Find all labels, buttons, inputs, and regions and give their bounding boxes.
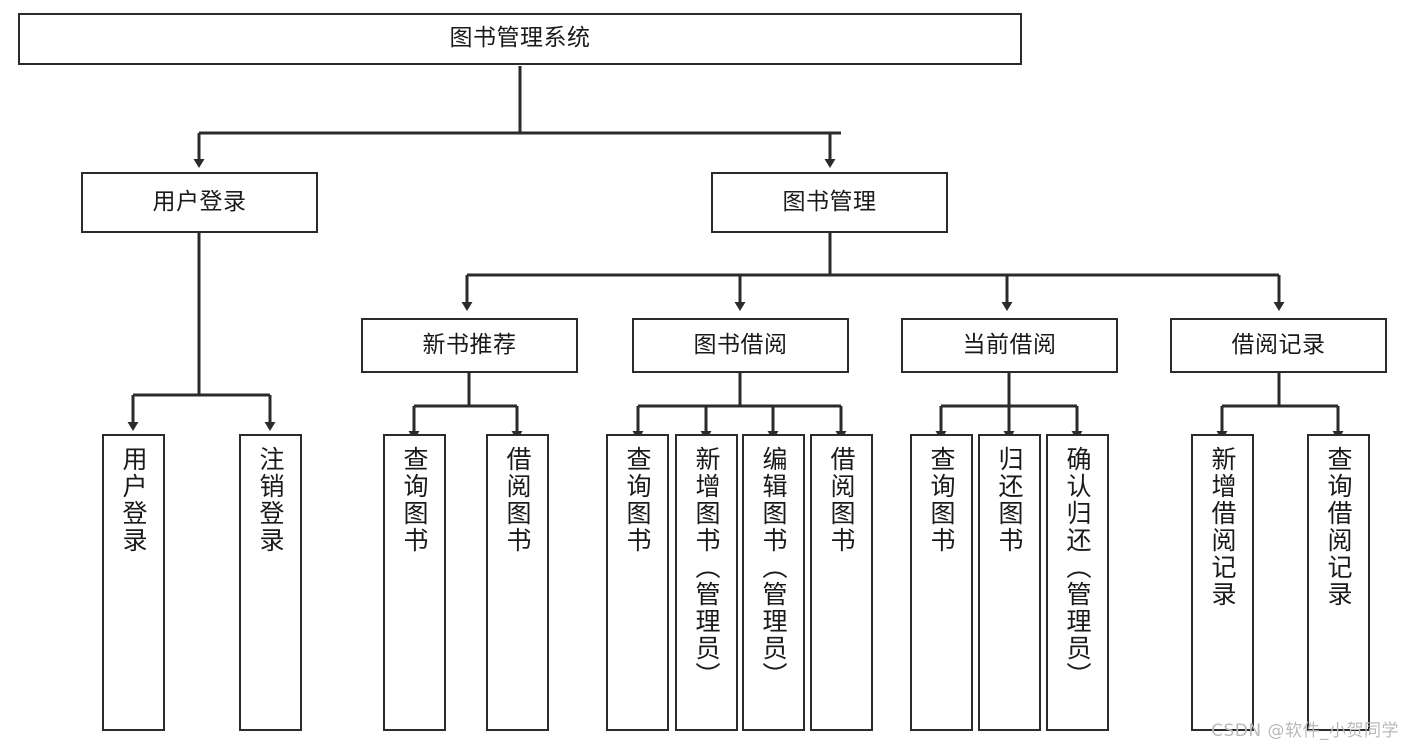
node-user-login-label: 用户登录	[152, 188, 247, 215]
node-book-borrowing[interactable]: 图书借阅	[632, 318, 849, 373]
node-leaf-query-book-3[interactable]: 查询图书	[910, 434, 973, 731]
node-book-borrowing-label: 图书借阅	[693, 331, 788, 358]
node-leaf-query-book-3-label: 查询图书	[927, 446, 956, 554]
node-leaf-add-book[interactable]: 新增图书（管理员）	[675, 434, 738, 731]
node-leaf-query-book-2[interactable]: 查询图书	[606, 434, 669, 731]
node-leaf-add-record[interactable]: 新增借阅记录	[1191, 434, 1254, 731]
node-leaf-borrow-book-1-label: 借阅图书	[503, 446, 532, 554]
node-leaf-user-login[interactable]: 用户登录	[102, 434, 165, 731]
node-leaf-borrow-book-2[interactable]: 借阅图书	[810, 434, 873, 731]
node-leaf-logout[interactable]: 注销登录	[239, 434, 302, 731]
node-leaf-return-book-label: 归还图书	[995, 446, 1024, 554]
node-leaf-logout-label: 注销登录	[256, 446, 285, 554]
node-leaf-borrow-book-1[interactable]: 借阅图书	[486, 434, 549, 731]
node-current-borrowing[interactable]: 当前借阅	[901, 318, 1118, 373]
node-user-login[interactable]: 用户登录	[81, 172, 318, 233]
node-new-book-recommendation-label: 新书推荐	[422, 331, 517, 358]
node-book-management-label: 图书管理	[782, 188, 877, 215]
node-leaf-query-record-label: 查询借阅记录	[1324, 446, 1353, 608]
watermark-text: CSDN @软件_小贺同学	[1211, 721, 1399, 741]
node-leaf-add-book-label: 新增图书（管理员）	[692, 446, 721, 689]
node-leaf-return-book[interactable]: 归还图书	[978, 434, 1041, 731]
node-leaf-query-book-2-label: 查询图书	[623, 446, 652, 554]
node-leaf-confirm-return-label: 确认归还（管理员）	[1063, 446, 1092, 689]
node-leaf-edit-book-label: 编辑图书（管理员）	[759, 446, 788, 689]
node-leaf-edit-book[interactable]: 编辑图书（管理员）	[742, 434, 805, 731]
node-root[interactable]: 图书管理系统	[18, 13, 1022, 65]
node-borrowing-record[interactable]: 借阅记录	[1170, 318, 1387, 373]
node-leaf-add-record-label: 新增借阅记录	[1208, 446, 1237, 608]
node-current-borrowing-label: 当前借阅	[962, 331, 1057, 358]
node-root-label: 图书管理系统	[449, 25, 591, 52]
node-leaf-query-book-1[interactable]: 查询图书	[383, 434, 446, 731]
node-leaf-query-book-1-label: 查询图书	[400, 446, 429, 554]
node-leaf-borrow-book-2-label: 借阅图书	[827, 446, 856, 554]
node-leaf-user-login-label: 用户登录	[119, 446, 148, 554]
node-leaf-confirm-return[interactable]: 确认归还（管理员）	[1046, 434, 1109, 731]
node-leaf-query-record[interactable]: 查询借阅记录	[1307, 434, 1370, 731]
node-book-management[interactable]: 图书管理	[711, 172, 948, 233]
node-new-book-recommendation[interactable]: 新书推荐	[361, 318, 578, 373]
node-borrowing-record-label: 借阅记录	[1231, 331, 1326, 358]
